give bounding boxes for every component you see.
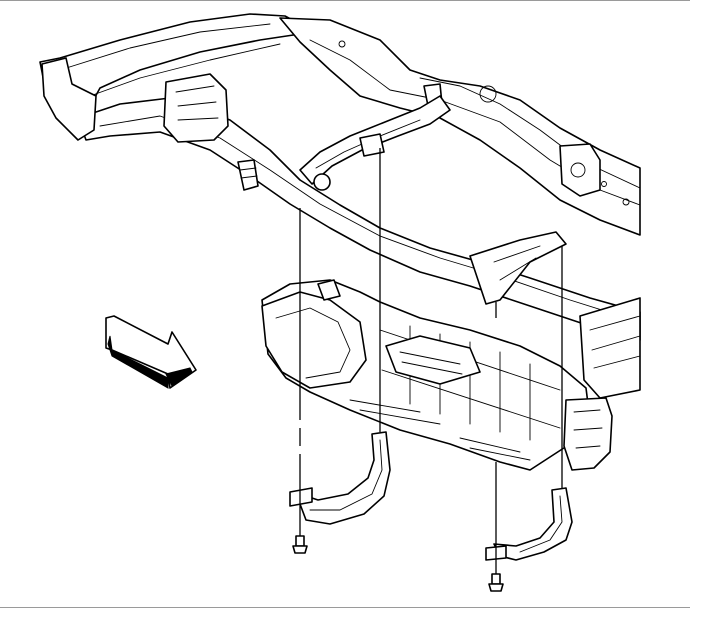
fuel-tank-strap-left [289,431,391,525]
top-rule [0,0,690,1]
bolt-icon [488,573,504,592]
direction-arrow-icon [105,315,197,389]
bottom-rule [0,607,690,608]
fuel-tank [261,279,641,471]
alignment-leader-lines [299,148,563,574]
bolt-icon [292,535,308,554]
fuel-tank-strap-right [485,487,573,561]
vehicle-frame [39,13,641,341]
